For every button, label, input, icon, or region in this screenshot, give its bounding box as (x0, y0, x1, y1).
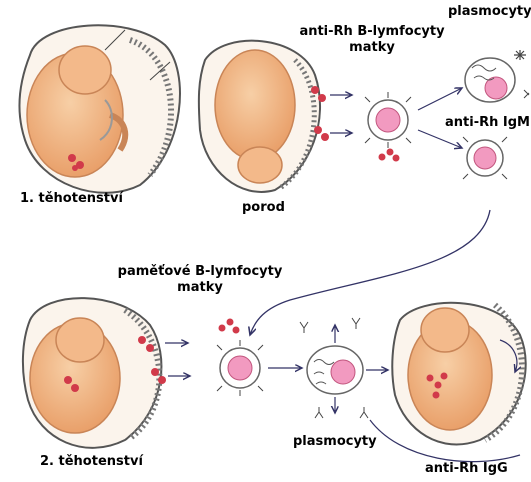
memory-b-cells-label: paměťové B-lymfocyty (115, 264, 285, 280)
anti-rh-igm-label: anti-Rh IgM (445, 115, 530, 131)
first-pregnancy-label: 1. těhotenství (20, 191, 123, 207)
plasma-cells-top-label: plasmocyty (448, 4, 531, 20)
memory-b-lymphocyte (217, 340, 263, 396)
rh-antigen-free-middle (219, 319, 240, 334)
plasma-cell-bottom (307, 346, 363, 394)
anti-rh-b-cells-label: anti-Rh B-lymfocyty (297, 24, 447, 40)
mother-label-mid: matky (175, 280, 225, 296)
plasma-cell-top (465, 58, 515, 102)
anti-rh-igg-label: anti-Rh IgG (425, 461, 508, 477)
b-lymphocyte-top (365, 92, 411, 148)
second-pregnancy-label: 2. těhotenství (40, 454, 143, 470)
mother-label-top: matky (347, 40, 397, 56)
igm-antibody-icon (514, 50, 529, 98)
plasma-cells-bottom-label: plasmocyty (293, 434, 377, 450)
b-lymphocyte-top-right (463, 137, 507, 179)
rh-antigen-free-top (379, 149, 400, 162)
birth-label: porod (242, 200, 285, 216)
